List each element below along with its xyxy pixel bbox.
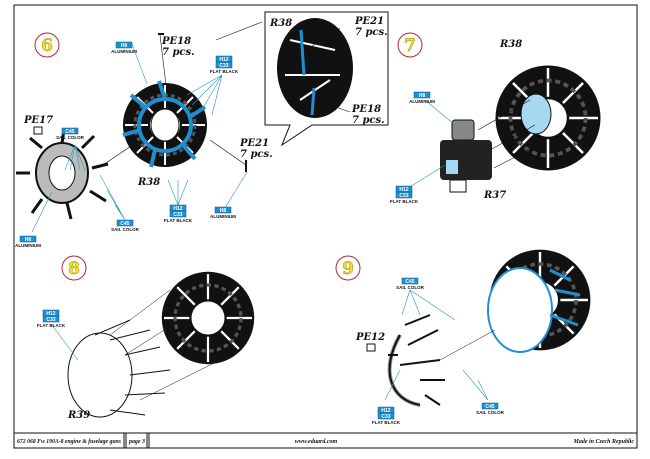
paint-code: H12 — [219, 57, 228, 63]
engine-drawing — [160, 270, 256, 366]
paint-name: FLAT BLACK — [37, 323, 66, 328]
paint-code-2: C33 — [173, 212, 182, 218]
sheet-frame — [13, 4, 638, 449]
paint-aluminium: H8 ALUMINIUM — [210, 206, 236, 219]
step-9: 9 PE12 C45 SAIL COLOR C45 SAIL COLOR H12… — [335, 247, 593, 425]
paint-code-2: C33 — [381, 414, 390, 420]
label-pe17: PE17 — [23, 115, 53, 126]
callout-label-pe18: PE18 — [351, 104, 381, 115]
paint-sail-color: C45 SAIL COLOR — [111, 219, 140, 232]
paint-code: H12 — [381, 408, 390, 414]
label-pe21-qty: 7 pcs. — [240, 149, 273, 160]
paint-sail-color: C45 SAIL COLOR — [56, 127, 85, 140]
paint-name: SAIL COLOR — [476, 410, 504, 415]
paint-code: C45 — [120, 221, 129, 227]
paint-code: C45 — [485, 404, 494, 410]
paint-sail-color: C45 SAIL COLOR — [476, 402, 505, 415]
footer-origin: Made in Czech Republic — [572, 439, 634, 445]
engine-r38-drawing — [121, 80, 209, 169]
paint-code: H12 — [399, 187, 408, 193]
paint-code: H12 — [46, 311, 55, 317]
paint-name: FLAT BLACK — [164, 218, 193, 223]
pe17-part-icon — [33, 126, 43, 135]
paint-code: H8 — [25, 237, 32, 243]
step-8: 8 R39 H12 C33 FLAT BLACK — [37, 255, 256, 421]
paint-name: FLAT BLACK — [390, 199, 419, 204]
step-8-marker — [61, 255, 87, 281]
pe12-part-icon — [366, 343, 376, 352]
label-pe12: PE12 — [355, 332, 385, 343]
paint-name: SAIL COLOR — [111, 227, 139, 232]
engine-r38-drawing — [493, 63, 603, 173]
step-number: 7 — [404, 36, 416, 56]
pe17-harness-drawing — [16, 128, 109, 220]
paint-code-2: C33 — [46, 317, 55, 323]
callout-label-r38: R38 — [269, 18, 292, 29]
detail-callout: R38 PE21 7 pcs. PE18 7 pcs. — [264, 11, 389, 147]
step-number: 8 — [68, 259, 80, 279]
paint-code: H8 — [419, 93, 426, 99]
paint-code: H12 — [173, 206, 182, 212]
step-number: 9 — [342, 259, 354, 279]
callout-engine-detail — [277, 18, 353, 118]
footer: 672 068 Fw 190A-8 engine & fuselage guns… — [17, 433, 634, 448]
paint-name: ALUMINIUM — [210, 214, 236, 219]
paint-name: ALUMINIUM — [111, 49, 137, 54]
paint-flat-black: H12 C33 FLAT BLACK — [372, 406, 401, 425]
footer-kit-title: 672 068 Fw 190A-8 engine & fuselage guns — [17, 439, 122, 445]
engine-with-harness-drawing — [487, 247, 593, 353]
label-r37: R37 — [483, 190, 506, 201]
paint-flat-black: H12 C33 FLAT BLACK — [390, 185, 419, 204]
label-r38: R38 — [499, 39, 522, 50]
paint-code: C45 — [405, 279, 414, 285]
step-6: 6 PE1 — [15, 21, 273, 248]
paint-name: SAIL COLOR — [56, 135, 84, 140]
paint-aluminium: H8 ALUMINIUM — [111, 41, 137, 54]
step-7: 7 R38 R37 H8 ALUMINIUM H12 C33 FLAT BLAC… — [390, 32, 603, 204]
step-number: 6 — [41, 36, 53, 56]
paint-code-2: C33 — [399, 193, 408, 199]
callout-label-pe18-qty: 7 pcs. — [352, 115, 385, 126]
paint-flat-black: H12 C33 FLAT BLACK — [164, 204, 193, 223]
paint-code-2: C33 — [219, 63, 228, 69]
paint-aluminium: H8 ALUMINIUM — [409, 91, 435, 104]
step-9-marker — [335, 255, 361, 281]
paint-name: FLAT BLACK — [210, 69, 239, 74]
label-pe18-qty: 7 pcs. — [162, 47, 195, 58]
paint-flat-black: H12 C33 FLAT BLACK — [210, 55, 239, 74]
footer-website: www.eduard.com — [295, 439, 338, 445]
paint-aluminium: H8 ALUMINIUM — [15, 235, 41, 248]
pe12-harness-drawing — [387, 314, 445, 407]
paint-code: H8 — [220, 208, 227, 214]
paint-name: SAIL COLOR — [396, 285, 424, 290]
callout-label-pe21: PE21 — [354, 16, 384, 27]
paint-flat-black: H12 C33 FLAT BLACK — [37, 309, 66, 328]
step-7-marker — [397, 32, 423, 58]
label-pe21: PE21 — [239, 138, 269, 149]
accessory-r37-drawing — [440, 119, 492, 193]
callout-label-pe21-qty: 7 pcs. — [355, 27, 388, 38]
label-r38: R38 — [137, 177, 160, 188]
paint-name: FLAT BLACK — [372, 420, 401, 425]
paint-code: H8 — [121, 43, 128, 49]
paint-code: C45 — [65, 129, 74, 135]
label-r39: R39 — [67, 410, 90, 421]
exhaust-r39-drawing — [67, 319, 171, 418]
label-pe18: PE18 — [161, 36, 191, 47]
step-6-marker — [34, 32, 60, 58]
footer-page-number: page 3 — [128, 439, 145, 445]
paint-name: ALUMINIUM — [15, 243, 41, 248]
paint-sail-color: C45 SAIL COLOR — [396, 277, 425, 290]
paint-name: ALUMINIUM — [409, 99, 435, 104]
